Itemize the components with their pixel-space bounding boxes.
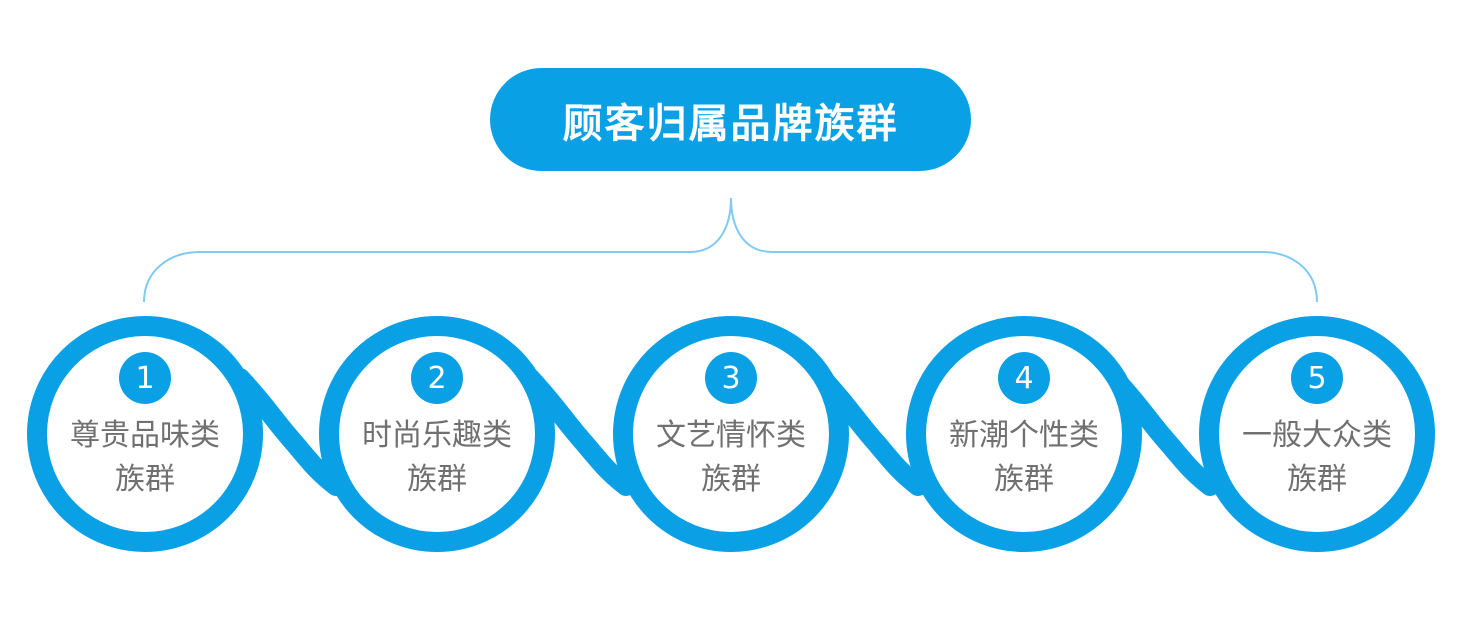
- group-label-line2: 族群: [701, 462, 761, 497]
- group-label-line1: 一般大众类: [1242, 418, 1392, 453]
- group-label-line1: 文艺情怀类: [656, 418, 806, 453]
- group-ring-1: [27, 316, 263, 552]
- group-label: 文艺情怀类 族群: [636, 414, 826, 502]
- group-label-line2: 族群: [115, 462, 175, 497]
- group-label: 尊贵品味类 族群: [50, 414, 240, 502]
- number-badge: 5: [1291, 352, 1343, 404]
- number-badge: 4: [998, 352, 1050, 404]
- number-badge: 1: [119, 352, 171, 404]
- group-node-4: 4 新潮个性类 族群: [916, 326, 1132, 542]
- group-ring-4: [906, 316, 1142, 552]
- group-ring-2: [319, 316, 555, 552]
- wave-connector: [230, 368, 346, 496]
- group-label: 一般大众类 族群: [1222, 414, 1412, 502]
- group-node-3: 3 文艺情怀类 族群: [623, 326, 839, 542]
- group-ring-3: [613, 316, 849, 552]
- diagram-title: 顾客归属品牌族群: [562, 100, 899, 147]
- group-label: 新潮个性类 族群: [929, 414, 1119, 502]
- group-node-1: 1 尊贵品味类 族群: [37, 326, 253, 542]
- number-badge: 2: [411, 352, 463, 404]
- number-badge: 3: [705, 352, 757, 404]
- group-label-line1: 尊贵品味类: [70, 418, 220, 453]
- title-pill: 顾客归属品牌族群: [490, 68, 971, 171]
- group-label-line1: 时尚乐趣类: [362, 418, 512, 453]
- group-label: 时尚乐趣类 族群: [342, 414, 532, 502]
- group-label-line2: 族群: [407, 462, 467, 497]
- bracket-connector: [143, 197, 1318, 303]
- group-node-5: 5 一般大众类 族群: [1209, 326, 1425, 542]
- group-node-2: 2 时尚乐趣类 族群: [329, 326, 545, 542]
- group-ring-5: [1199, 316, 1435, 552]
- group-label-line2: 族群: [994, 462, 1054, 497]
- group-label-line2: 族群: [1287, 462, 1347, 497]
- group-label-line1: 新潮个性类: [949, 418, 1099, 453]
- group-rings: [27, 316, 1435, 552]
